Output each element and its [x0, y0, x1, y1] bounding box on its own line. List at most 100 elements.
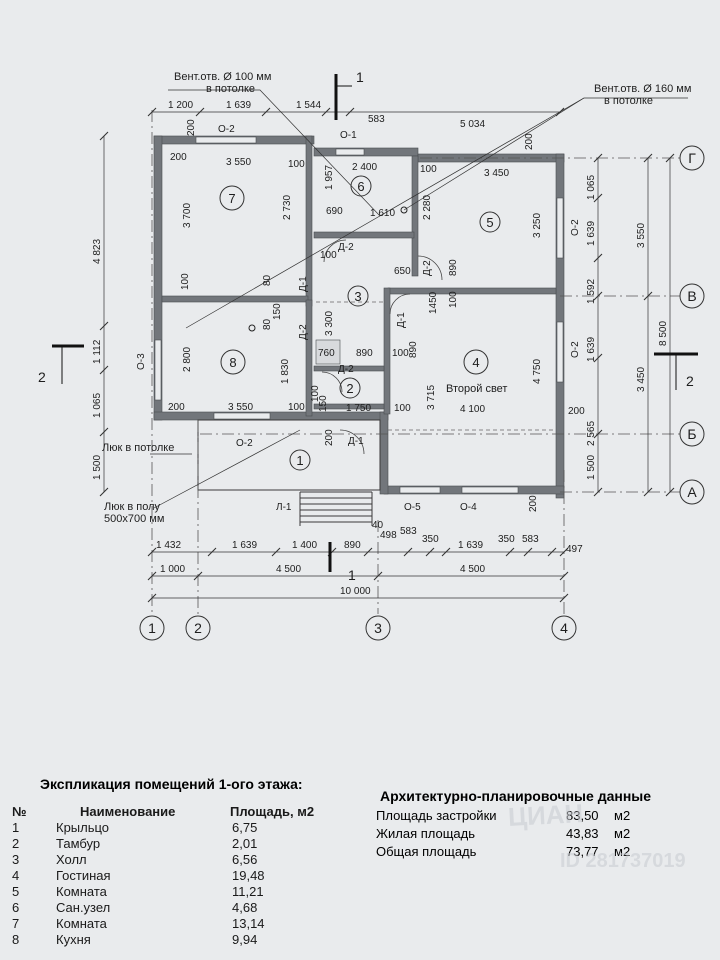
dim-b8: 350	[422, 534, 439, 545]
arch-label: Жилая площадь	[376, 826, 476, 841]
room-bubbles	[219, 175, 501, 471]
header-name: Наименование	[80, 804, 176, 819]
vent-hole-160	[400, 206, 408, 214]
dim-v16: 150	[272, 303, 283, 320]
row-area: 6,56	[232, 852, 258, 867]
dim-i6: 3 450	[484, 168, 509, 179]
dim-v20: 890	[356, 348, 373, 359]
dim-v9: 650	[394, 266, 411, 277]
row-area: 11,21	[232, 884, 264, 899]
dim-right-3550: 3 550	[636, 223, 647, 248]
dim-v3: 690	[326, 206, 343, 217]
axis-label-4: 4	[560, 620, 568, 636]
watermark-id: ID 281737019	[560, 850, 686, 872]
dim-b1: 1 432	[156, 540, 181, 551]
wall-int-8-3	[305, 299, 313, 417]
opening-o1-top: О-1	[340, 130, 357, 141]
dim-t2: 1 639	[226, 100, 251, 111]
door-d2-d: Д-2	[338, 242, 354, 253]
dim-v22: 2 800	[182, 347, 193, 372]
dim-right-1065: 1 065	[586, 175, 597, 200]
dim-right-1500: 1 500	[586, 455, 597, 480]
row-name: Крыльцо	[56, 820, 110, 835]
axis-label-3: 3	[374, 620, 382, 636]
dim-v13: 100	[448, 291, 459, 308]
table-row: 2 Тамбур 2,01	[0, 836, 340, 852]
row-name: Комната	[56, 916, 107, 931]
table-row: 1 Крыльцо 6,75	[0, 820, 340, 836]
section-label-2-left: 2	[38, 369, 46, 385]
dim-right-1592: 1 592	[586, 279, 597, 304]
dim-v14: 80	[262, 274, 273, 286]
arch-value: 83,50	[566, 808, 599, 823]
opening-o5: О-5	[404, 502, 421, 513]
watermark-logo: ЦИАН	[507, 798, 584, 832]
row-no: 5	[12, 884, 20, 899]
arch-value: 73,77	[566, 844, 599, 859]
arch-label: Площадь застройки	[376, 808, 497, 823]
arch-unit: м2	[614, 826, 631, 841]
dim-v15: 80	[262, 318, 273, 330]
table-row: 3 Холл 6,56	[0, 852, 340, 868]
room-number-6: 6	[357, 179, 364, 194]
wall-int-6-3	[313, 231, 415, 239]
table-row: 4 Гостиная 19,48	[0, 868, 340, 884]
row-no: 2	[12, 836, 20, 851]
dim-t3: 1 544	[296, 100, 321, 111]
axis-label-g: Г	[688, 150, 696, 166]
arch-value: 43,83	[566, 826, 599, 841]
opening-o2-top: О-2	[218, 124, 235, 135]
axis-label-1: 1	[148, 620, 156, 636]
dim-v36: 890	[408, 341, 419, 358]
dim-right-1639b: 1 639	[586, 337, 597, 362]
paper-background	[0, 0, 720, 760]
dim-t1: 1 200	[168, 100, 193, 111]
dim-v5: 2 730	[282, 195, 293, 220]
section-label-2-right: 2	[686, 373, 694, 389]
table-row: 7 Комната 13,14	[0, 916, 340, 932]
dim-left-1500: 1 500	[92, 455, 103, 480]
dimension-texts: 1 200 1 639 1 544 583 5 034 200 3 550 10…	[92, 100, 669, 597]
row-name: Холл	[56, 852, 87, 867]
dim-v21: 100	[392, 348, 409, 359]
row-area: 6,75	[232, 820, 258, 835]
steps	[299, 491, 373, 526]
arch-data-title: Архитектурно-планировочные данные	[380, 788, 652, 804]
dim-v37: 200	[528, 495, 539, 512]
dim-i7: 200	[524, 133, 535, 150]
dim-i5: 100	[420, 164, 437, 175]
dim-v23: 1 830	[280, 359, 291, 384]
door-d1-a: Д-1	[298, 276, 309, 292]
arch-unit: м2	[614, 844, 631, 859]
explication-header-row: № Наименование Площадь, м2	[0, 804, 340, 820]
table-row: 5 Комната 11,21	[0, 884, 340, 900]
axis-label-2: 2	[194, 620, 202, 636]
dim-v8: 3 250	[532, 213, 543, 238]
opening-o2-right-1: О-2	[570, 219, 581, 236]
dim-v30: 3 715	[426, 385, 437, 410]
room-number-7: 7	[228, 191, 235, 206]
vent-100-sublabel: в потолке	[206, 83, 255, 95]
dim-left-1112: 1 112	[92, 339, 103, 364]
dim-v32: 3 550	[228, 402, 253, 413]
arch-row: Площадь застройки 83,50 м2	[376, 808, 696, 824]
dim-c3: 4 500	[460, 564, 485, 575]
row-name: Тамбур	[56, 836, 101, 851]
dim-v28: 4 100	[460, 404, 485, 415]
row-no: 8	[12, 932, 20, 947]
opening-o2-bottom: О-2	[236, 438, 253, 449]
dim-v29: 200	[568, 406, 585, 417]
dim-i1: 200	[170, 152, 187, 163]
shaft	[315, 339, 341, 365]
dim-b3: 1 400	[292, 540, 317, 551]
dim-b12: 497	[566, 544, 583, 555]
dim-v1: 200	[186, 119, 197, 136]
table-row: 8 Кухня 9,94	[0, 932, 340, 948]
row-name: Гостиная	[56, 868, 111, 883]
door-d2-c: Д-2	[338, 364, 354, 375]
arch-row: Жилая площадь 43,83 м2	[376, 826, 696, 842]
porch	[197, 419, 381, 526]
row-no: 1	[12, 820, 20, 835]
opening-o4: О-4	[460, 502, 477, 513]
wall-porch-right	[379, 411, 389, 495]
